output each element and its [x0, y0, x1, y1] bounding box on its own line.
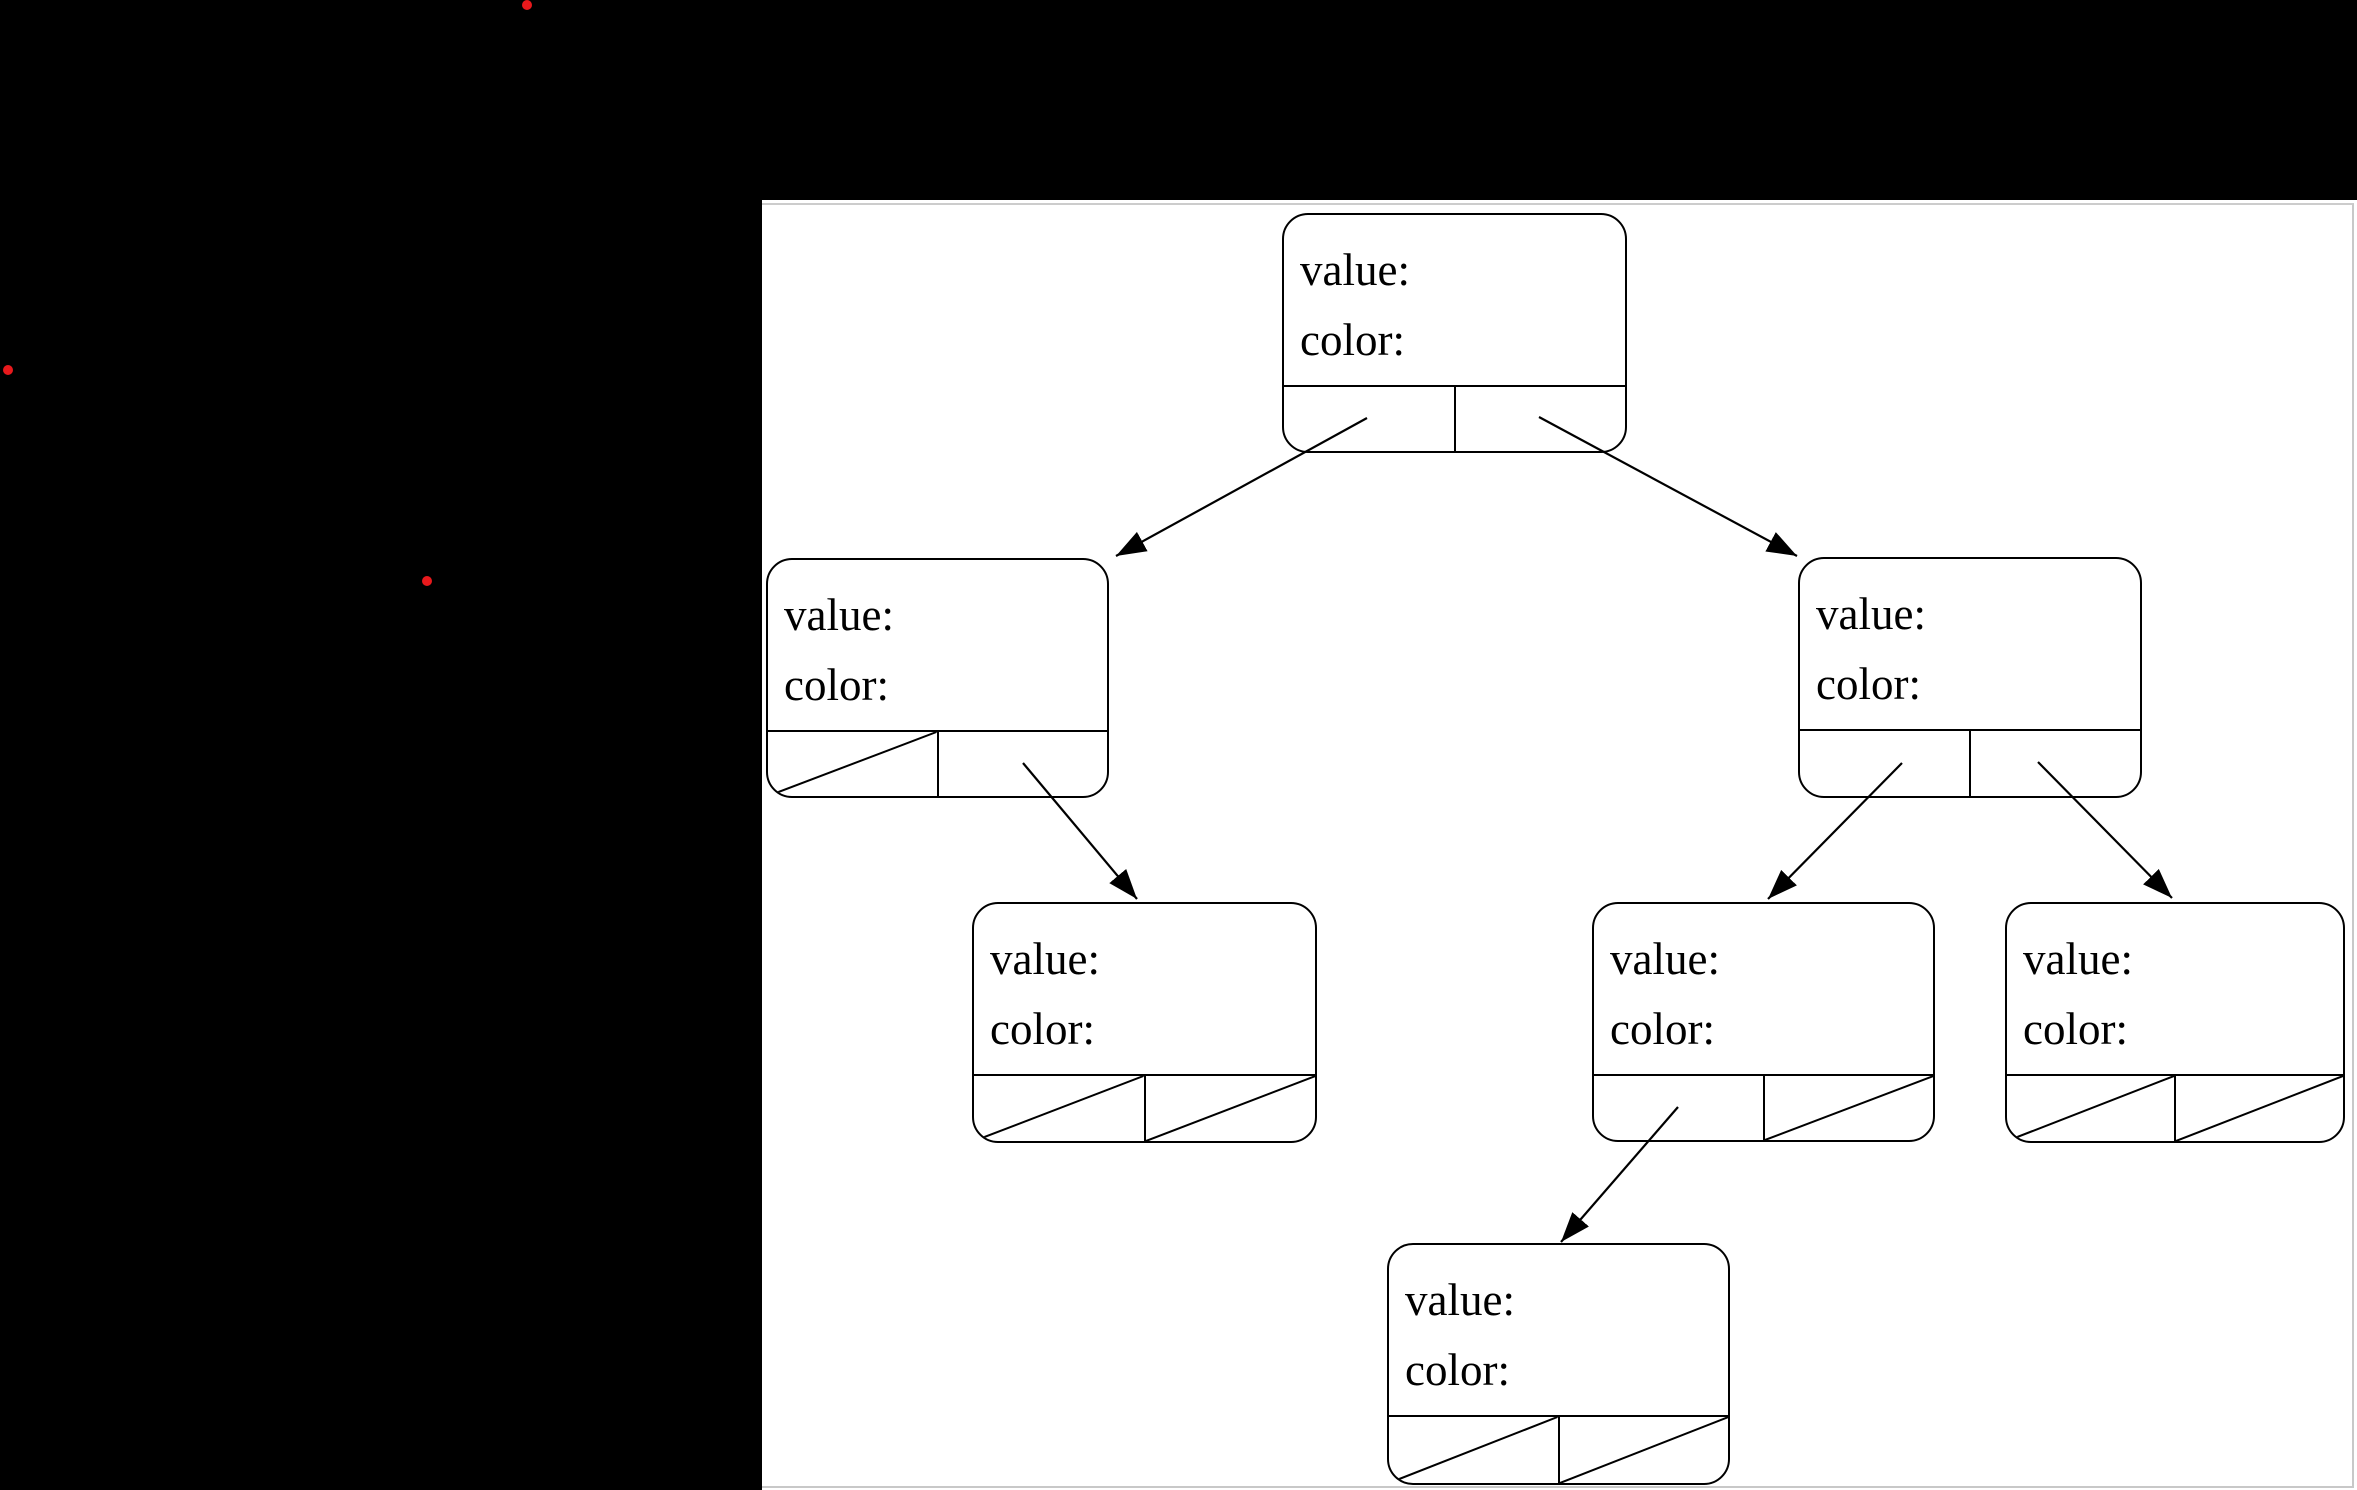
- null-pointer-diagonal: [974, 1076, 1144, 1141]
- node-fields: value: color:: [2007, 904, 2343, 1074]
- tree-node-right: value: color:: [1798, 557, 2142, 798]
- color-field-label: color:: [990, 1004, 1095, 1054]
- null-pointer-diagonal: [1146, 1076, 1316, 1141]
- pointer-row: [1389, 1415, 1728, 1483]
- right-pointer-cell: [2176, 1076, 2343, 1141]
- node-fields: value: color:: [1284, 215, 1625, 385]
- value-field-label: value:: [2023, 934, 2133, 984]
- left-pointer-cell: [1284, 387, 1456, 451]
- left-pointer-cell: [1800, 731, 1971, 796]
- null-pointer-diagonal: [1560, 1417, 1729, 1483]
- null-pointer-diagonal: [2007, 1076, 2174, 1141]
- left-pointer-cell: [974, 1076, 1146, 1141]
- red-dot-marker-3: [422, 576, 432, 586]
- color-field-label: color:: [1405, 1345, 1510, 1395]
- left-pointer-cell: [2007, 1076, 2176, 1141]
- left-pointer-cell: [768, 732, 939, 796]
- tree-node-right-left-left: value: color:: [1387, 1243, 1730, 1485]
- right-pointer-cell: [1146, 1076, 1316, 1141]
- right-pointer-cell: [939, 732, 1108, 796]
- pointer-row: [768, 730, 1107, 796]
- tree-node-root: value: color:: [1282, 213, 1627, 453]
- null-pointer-diagonal: [1389, 1417, 1558, 1483]
- node-fields: value: color:: [768, 560, 1107, 730]
- value-field-label: value:: [990, 934, 1100, 984]
- value-field-label: value:: [1816, 589, 1926, 639]
- null-pointer-diagonal: [1765, 1076, 1934, 1140]
- right-pointer-cell: [1560, 1417, 1729, 1483]
- node-fields: value: color:: [1389, 1245, 1728, 1415]
- color-field-label: color:: [1300, 315, 1405, 365]
- right-pointer-cell: [1765, 1076, 1934, 1140]
- color-field-label: color:: [1610, 1004, 1715, 1054]
- value-field-label: value:: [1610, 934, 1720, 984]
- value-field-label: value:: [784, 590, 894, 640]
- canvas-border: [762, 203, 2354, 1488]
- node-fields: value: color:: [1800, 559, 2140, 729]
- node-fields: value: color:: [974, 904, 1315, 1074]
- right-pointer-cell: [1456, 387, 1626, 451]
- pointer-row: [2007, 1074, 2343, 1141]
- null-pointer-diagonal: [768, 732, 937, 796]
- pointer-row: [974, 1074, 1315, 1141]
- left-pointer-cell: [1389, 1417, 1560, 1483]
- color-field-label: color:: [1816, 659, 1921, 709]
- node-fields: value: color:: [1594, 904, 1933, 1074]
- value-field-label: value:: [1300, 245, 1410, 295]
- tree-node-right-right: value: color:: [2005, 902, 2345, 1143]
- pointer-row: [1800, 729, 2140, 796]
- color-field-label: color:: [2023, 1004, 2128, 1054]
- red-dot-marker-1: [522, 0, 532, 10]
- tree-node-left-right: value: color:: [972, 902, 1317, 1143]
- color-field-label: color:: [784, 660, 889, 710]
- value-field-label: value:: [1405, 1275, 1515, 1325]
- pointer-row: [1284, 385, 1625, 451]
- red-dot-marker-2: [3, 365, 13, 375]
- tree-node-right-left: value: color:: [1592, 902, 1935, 1142]
- pointer-row: [1594, 1074, 1933, 1140]
- right-pointer-cell: [1971, 731, 2140, 796]
- tree-node-left: value: color:: [766, 558, 1109, 798]
- null-pointer-diagonal: [2176, 1076, 2343, 1141]
- left-pointer-cell: [1594, 1076, 1765, 1140]
